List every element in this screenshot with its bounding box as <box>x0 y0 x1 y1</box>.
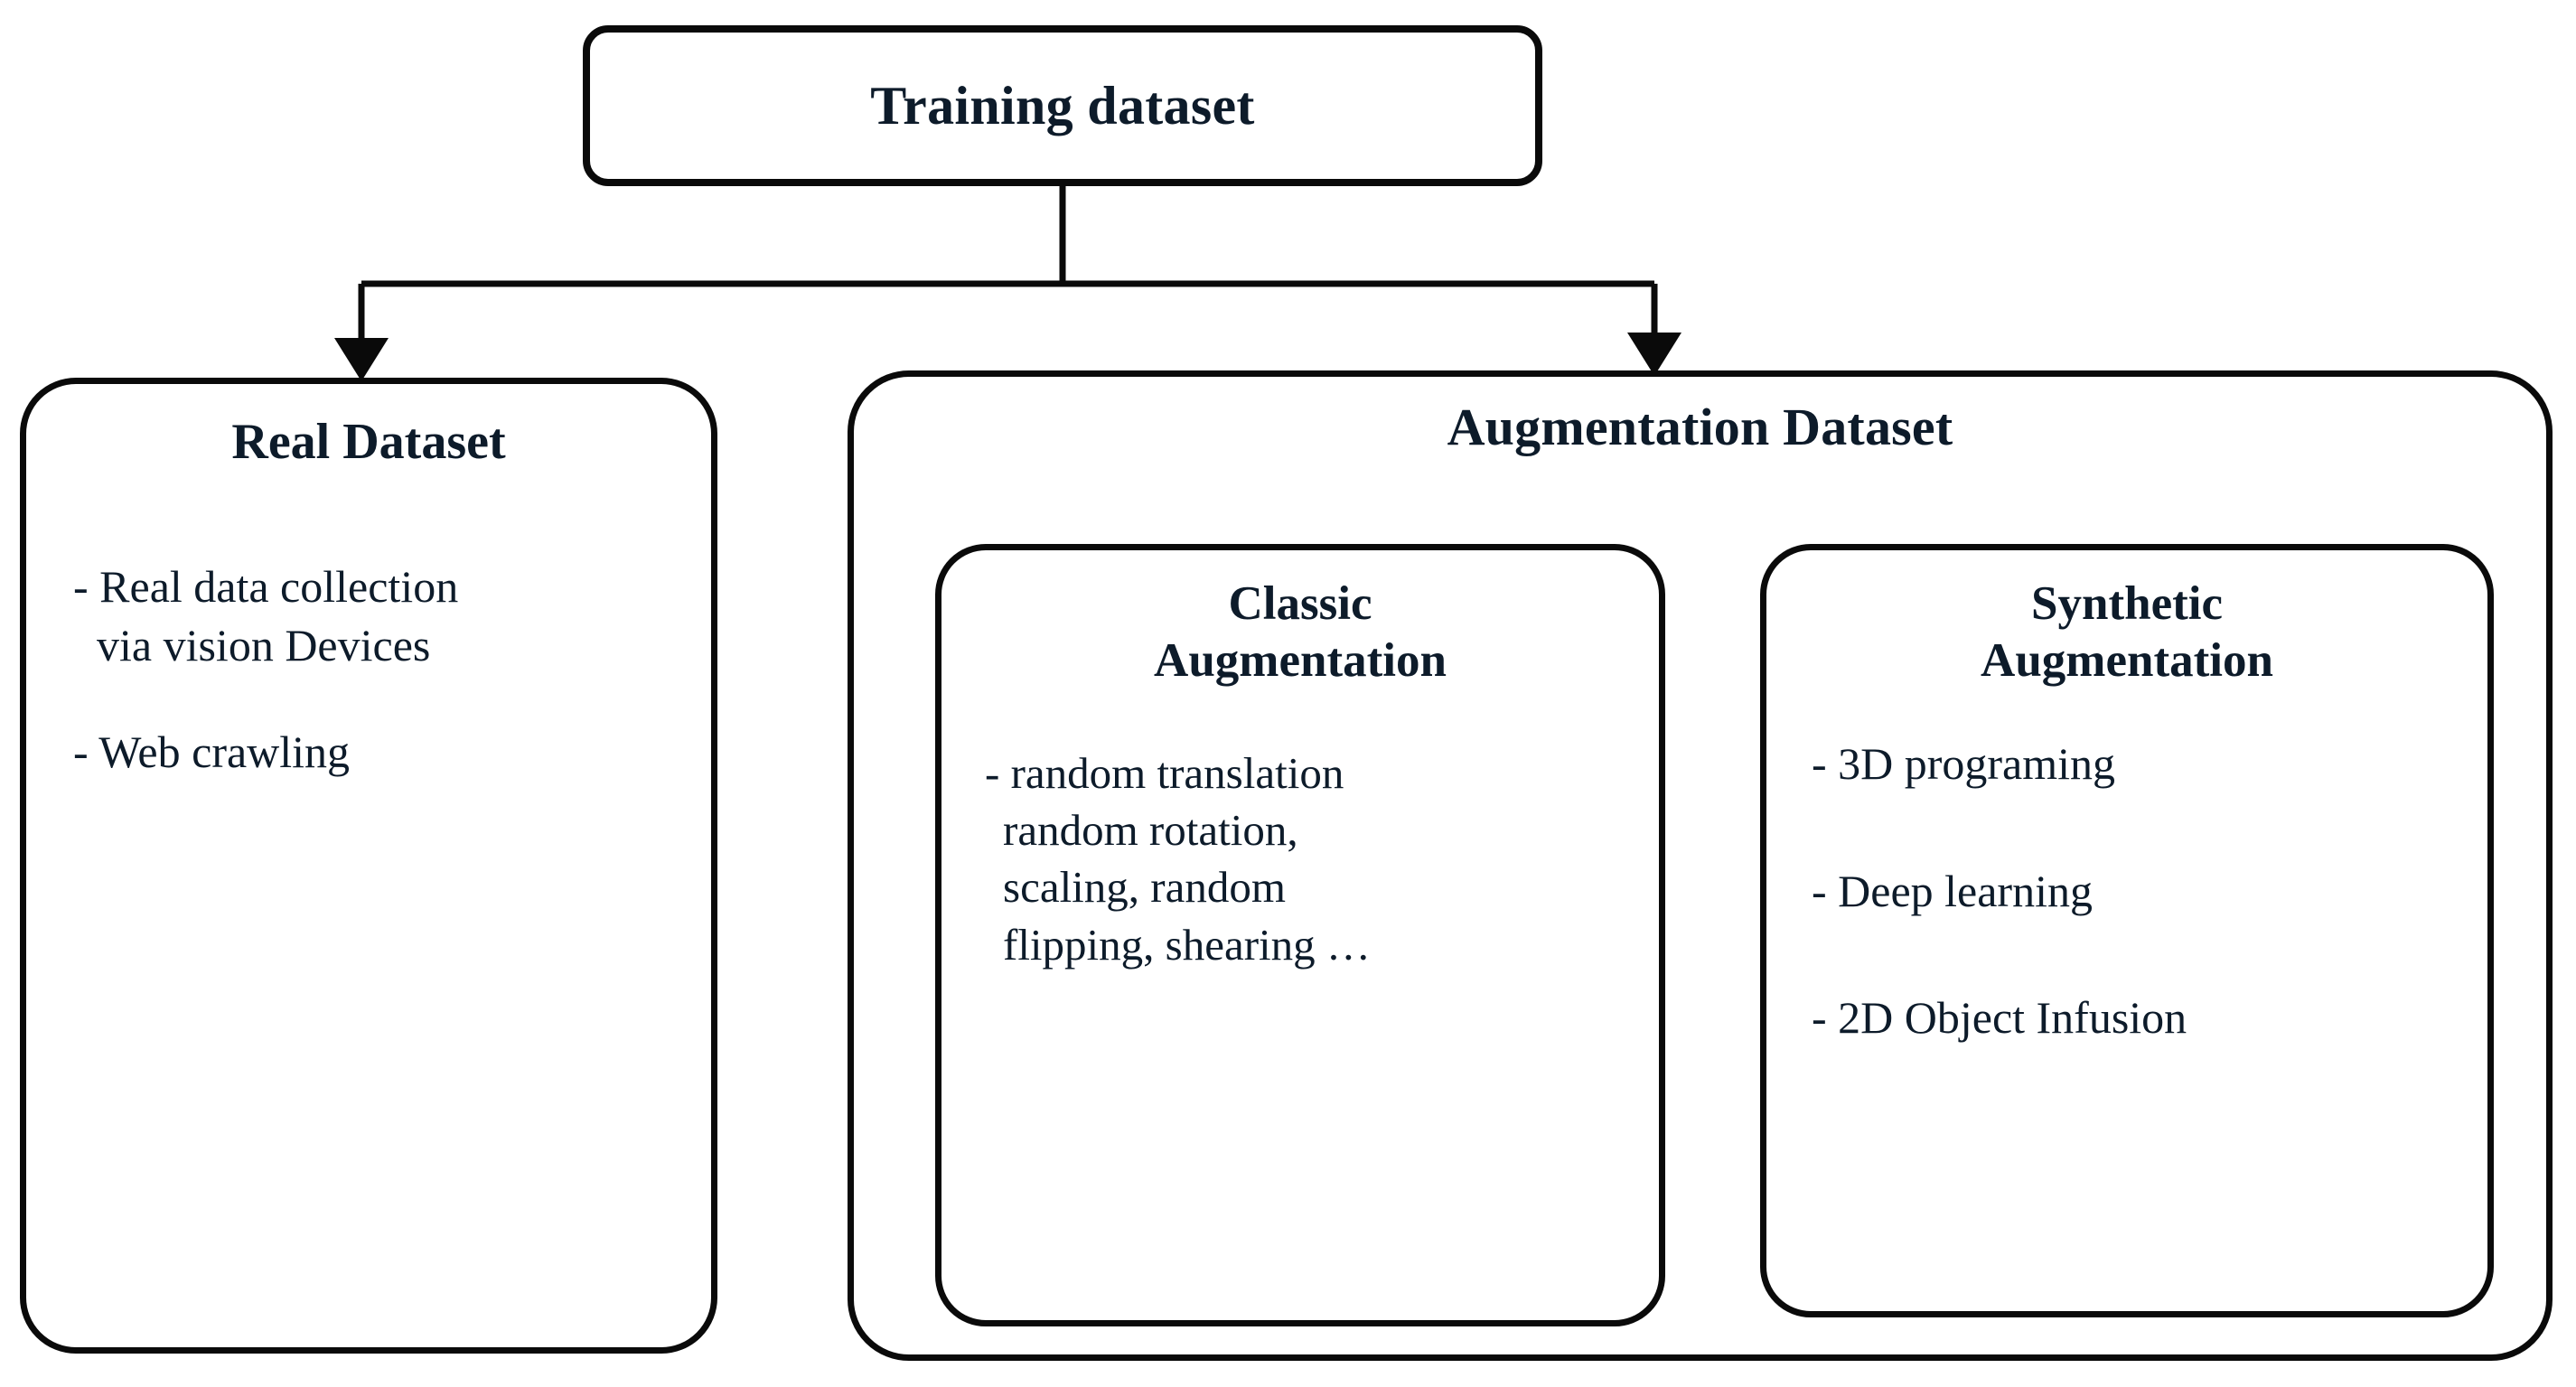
list-item: - Deep learning <box>1812 865 2093 916</box>
node-training-dataset: Training dataset <box>583 25 1542 186</box>
list-item-line1: - Web crawling <box>73 726 351 777</box>
arrowhead-left <box>334 338 389 381</box>
classic-augmentation-heading: Classic Augmentation <box>941 576 1659 689</box>
augmentation-dataset-heading: Augmentation Dataset <box>1447 398 1953 456</box>
list-item-line2: via vision Devices <box>97 619 431 670</box>
synthetic-augmentation-heading: Synthetic Augmentation <box>1766 576 2487 689</box>
classic-augmentation-body: - random translation random rotation, sc… <box>941 745 1659 973</box>
list-item: random rotation, <box>1003 805 1298 856</box>
list-item: flipping, shearing … <box>1003 919 1371 970</box>
node-synthetic-augmentation: Synthetic Augmentation - 3D programing -… <box>1760 544 2494 1317</box>
real-dataset-body: - Real data collection via vision Device… <box>26 558 711 782</box>
node-training-dataset-label: Training dataset <box>870 75 1255 136</box>
synthetic-augmentation-body: - 3D programing - Deep learning - 2D Obj… <box>1766 736 2487 1046</box>
list-item: - 2D Object Infusion <box>1812 992 2187 1044</box>
classic-heading-line2: Augmentation <box>1154 633 1447 687</box>
classic-heading-line1: Classic <box>1228 577 1372 630</box>
node-classic-augmentation: Classic Augmentation - random translatio… <box>935 544 1665 1326</box>
list-item-line1: - Real data collection <box>73 561 459 612</box>
list-item: scaling, random <box>1003 862 1286 913</box>
real-dataset-heading: Real Dataset <box>231 414 506 470</box>
list-item: - random translation <box>985 748 1344 799</box>
list-item: - 3D programing <box>1812 738 2116 790</box>
node-real-dataset: Real Dataset - Real data collection via … <box>20 378 717 1354</box>
synthetic-heading-line2: Augmentation <box>1981 633 2273 687</box>
list-item: - Web crawling <box>73 723 695 782</box>
arrowhead-right <box>1627 333 1681 376</box>
synthetic-heading-line1: Synthetic <box>2031 577 2223 630</box>
list-item: - Real data collection via vision Device… <box>73 558 695 674</box>
